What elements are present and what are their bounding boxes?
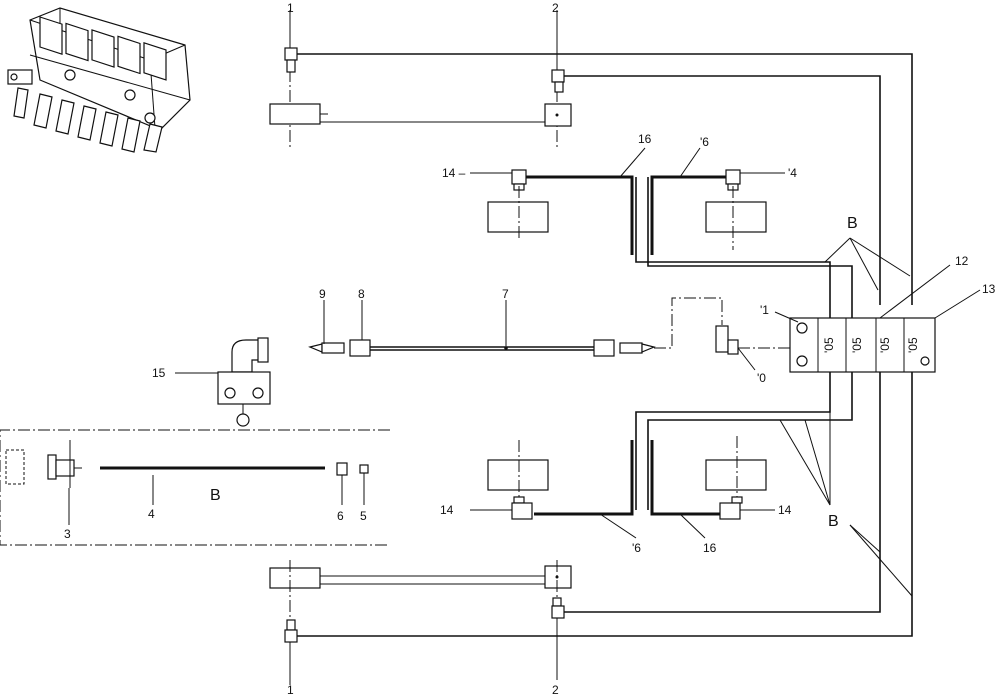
callout-2-bottom: 2 <box>552 683 559 697</box>
callout-10: '0 <box>757 371 766 385</box>
callout-9: 9 <box>319 287 326 301</box>
callout-B-top: B <box>847 215 858 232</box>
part-2-bottom <box>269 560 572 680</box>
callout-6: 6 <box>337 509 344 523</box>
wire-1-top <box>297 53 913 305</box>
hose-16-bot-right <box>650 440 720 516</box>
wire-14-top-left <box>635 177 831 320</box>
callout-14-top-left: 14 – <box>442 166 466 180</box>
elbow-15 <box>175 337 271 427</box>
wire-14-top-right <box>647 177 853 320</box>
leader-lines <box>68 14 981 682</box>
callout-B-box: B <box>210 487 221 504</box>
wire-2-top <box>564 75 881 305</box>
callout-5: 5 <box>360 509 367 523</box>
group-b-kit <box>0 429 390 546</box>
callout-16-top-right: '6 <box>700 135 709 149</box>
hose-16-top-right <box>650 175 726 255</box>
sensor-14-top-left <box>470 169 549 240</box>
callout-7: 7 <box>502 287 509 301</box>
sensor-14-top-right <box>705 169 785 250</box>
wire-14-bot-left <box>635 372 831 510</box>
callout-15: 15 <box>152 366 166 380</box>
callouts: 1 2 16 '6 14 – '4 B 12 13 9 8 7 '1 '0 15… <box>64 1 996 697</box>
callout-16-top-left: 16 <box>638 132 652 146</box>
callout-1-top: 1 <box>287 1 294 15</box>
callout-16-bot-left: '6 <box>632 541 641 555</box>
callout-14-top-right: '4 <box>788 166 797 180</box>
part-2-top <box>320 10 572 150</box>
callout-3: 3 <box>64 527 71 541</box>
callout-4: 4 <box>148 507 155 521</box>
distribution-block: '05 '05 '05 '05 <box>789 317 936 373</box>
hose-16-top-left <box>526 175 634 255</box>
callout-B-bot: B <box>828 513 839 530</box>
sensor-14-bot-left <box>470 440 549 520</box>
valve-assembly-illustration <box>7 7 191 153</box>
part-1-top <box>269 10 328 150</box>
callout-12: 12 <box>955 254 969 268</box>
block-slot-2: '05 <box>850 337 864 353</box>
cable-7-assembly <box>308 297 723 357</box>
block-slot-3: '05 <box>878 337 892 353</box>
wire-1-bot <box>297 372 913 637</box>
callout-2-top: 2 <box>552 1 559 15</box>
wire-2-bot <box>564 372 881 613</box>
callout-16-bot-right: 16 <box>703 541 717 555</box>
callout-14-bot-right: 14 <box>778 503 792 517</box>
connector-10 <box>715 325 790 355</box>
sensor-14-bot-right <box>705 436 775 520</box>
callout-1-bottom: 1 <box>287 683 294 697</box>
hose-16-bot-left <box>534 440 634 516</box>
callout-14-bot-left: 14 <box>440 503 454 517</box>
callout-8: 8 <box>358 287 365 301</box>
callout-13: 13 <box>982 282 996 296</box>
callout-11: '1 <box>760 303 769 317</box>
block-slot-4: '05 <box>906 337 920 353</box>
block-slot-1: '05 <box>822 337 836 353</box>
wire-14-bot-right <box>647 372 853 510</box>
